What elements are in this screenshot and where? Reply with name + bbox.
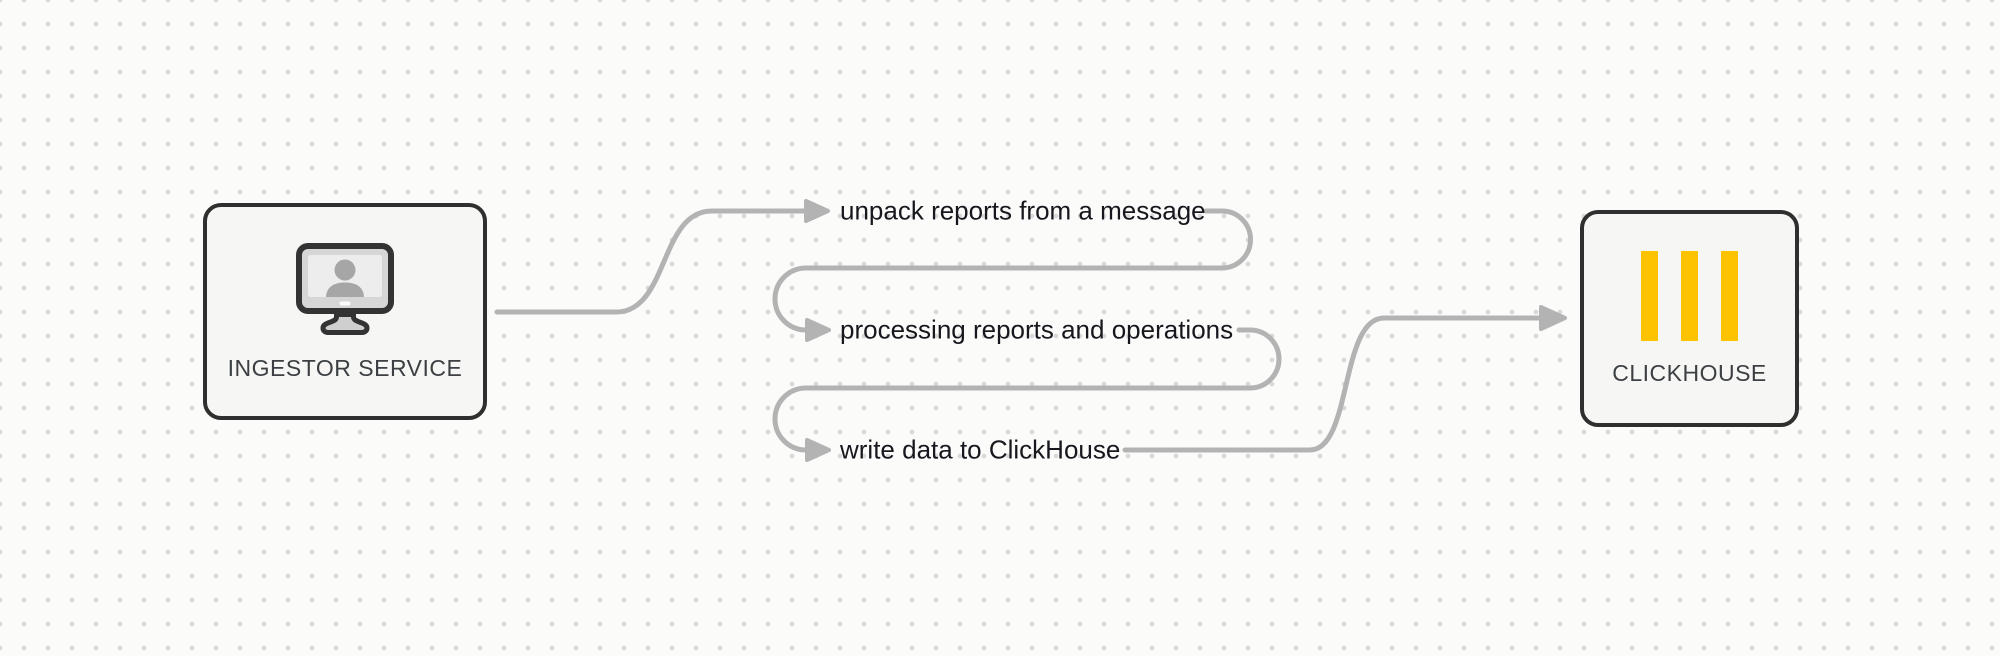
- node-title-clickhouse: CLICKHOUSE: [1612, 359, 1767, 386]
- step-label-write: write data to ClickHouse: [840, 434, 1121, 465]
- connector-step1-to-step2: [772, 208, 1253, 333]
- connector-step1-arrowhead: [804, 199, 830, 223]
- connector-step2-arrowhead: [805, 318, 831, 342]
- node-ingestor-service[interactable]: INGESTOR SERVICE: [203, 203, 487, 420]
- connector-step3-arrowhead: [805, 438, 831, 462]
- connector-step2-to-step3: [772, 327, 1282, 453]
- node-clickhouse[interactable]: CLICKHOUSE: [1580, 210, 1799, 427]
- node-title-ingestor: INGESTOR SERVICE: [227, 354, 463, 381]
- connector-clickhouse-arrowhead: [1539, 305, 1567, 331]
- monitor-user-icon: [295, 242, 395, 341]
- step-label-unpack: unpack reports from a message: [840, 195, 1206, 226]
- clickhouse-bars-icon: [1641, 250, 1738, 346]
- connector-ingestor-to-step1: [494, 208, 809, 315]
- step-label-processing: processing reports and operations: [840, 314, 1234, 345]
